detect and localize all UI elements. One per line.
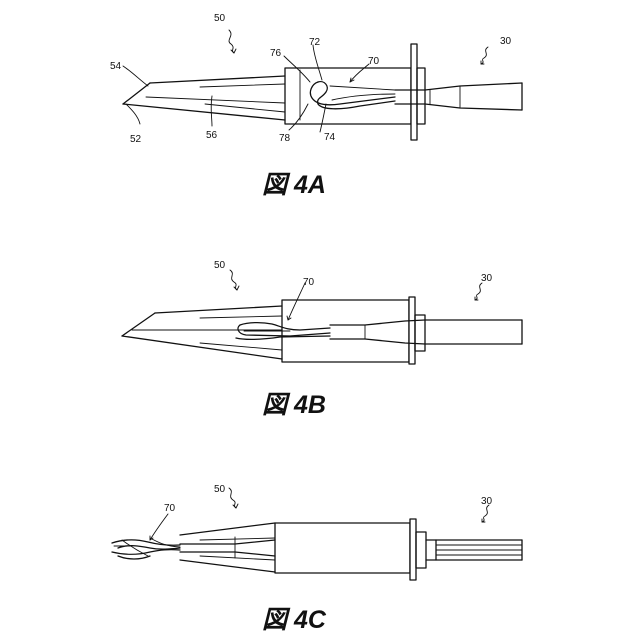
ref-76: 76 [270,48,282,59]
figure-caption-4a: 図 4A [262,171,326,199]
ref-70: 70 [303,277,315,288]
catheter-tube-4c [180,540,275,556]
needle-cannula-4b [122,306,282,359]
figure-4b: 50 70 30 図 4B [122,260,522,419]
reference-labels-4c: 70 50 30 [164,484,493,514]
ref-52: 52 [130,134,142,145]
ref-50: 50 [214,13,226,24]
housing-4a [285,44,425,140]
ref-72: 72 [309,37,321,48]
figure-caption-4b: 図 4B [262,391,326,419]
ref-54: 54 [110,61,122,72]
housing-4b [282,297,425,364]
ref-50: 50 [214,484,226,495]
ref-70: 70 [368,56,380,67]
ref-56: 56 [206,130,218,141]
ref-78: 78 [279,133,291,144]
ref-70: 70 [164,503,176,514]
catheter-tube-4b [330,320,522,344]
ref-30: 30 [481,273,493,284]
figure-caption-4c: 図 4C [262,606,327,634]
reference-labels-4a: 50 30 54 52 56 76 72 70 78 74 [110,13,512,145]
housing-4c [275,519,522,580]
figure-4a: 50 30 54 52 56 76 72 70 78 74 図 4A [110,13,522,199]
ref-74: 74 [324,132,336,143]
figure-4c: 70 50 30 図 4C [112,484,522,634]
reference-labels-4b: 50 70 30 [214,260,493,288]
ref-30: 30 [500,36,512,47]
needle-cannula-4c [180,523,275,572]
ref-30: 30 [481,496,493,507]
ref-50: 50 [214,260,226,271]
needle-cannula-4a [123,76,285,120]
spring-clip-4a [310,82,395,109]
spring-clip-4c [112,538,180,559]
leaders-4b [230,270,482,320]
spring-clip-4b [236,323,330,340]
